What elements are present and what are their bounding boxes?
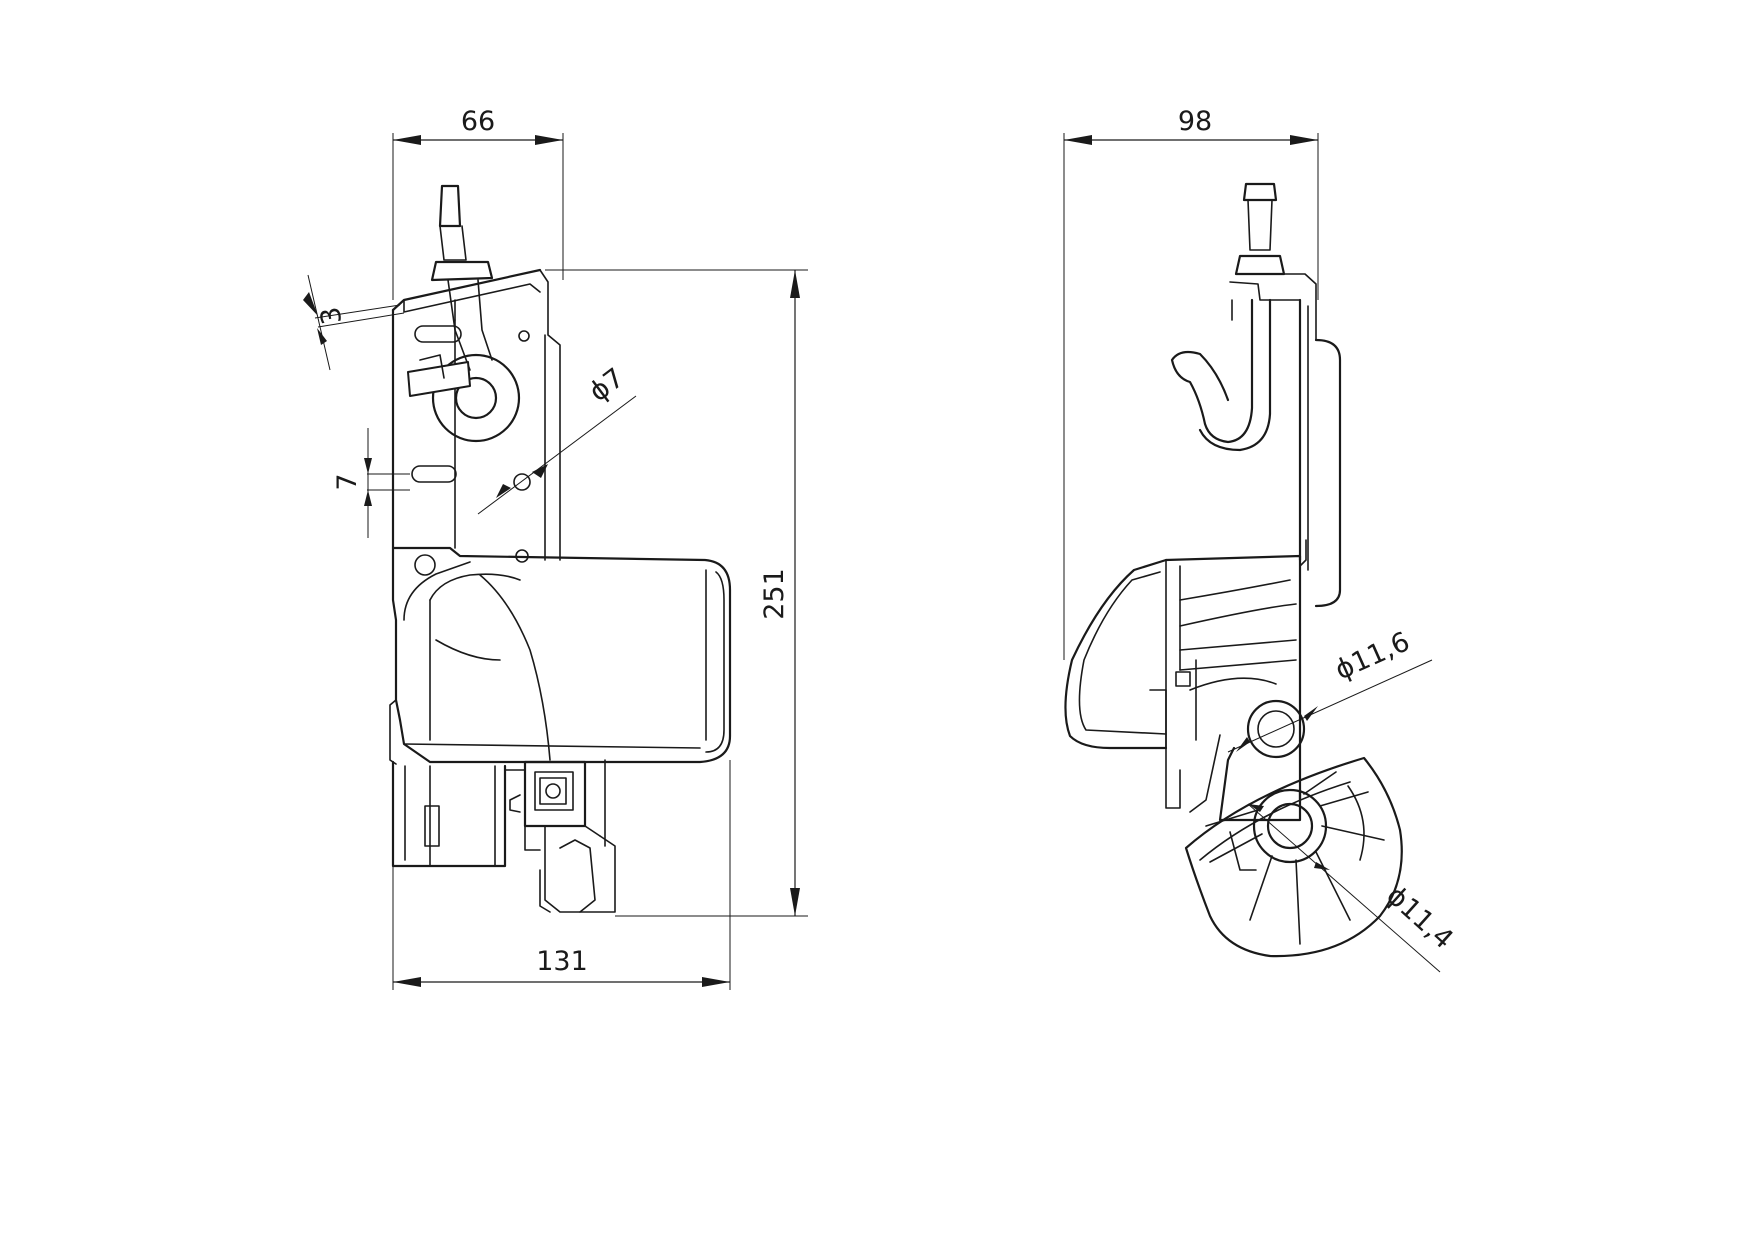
side-motor-housing xyxy=(1064,554,1302,809)
lower-drive xyxy=(391,759,616,913)
upper-bore-label: ϕ11,6 xyxy=(1331,626,1415,686)
bolt-hook xyxy=(407,184,521,443)
side-width-dimension xyxy=(1063,133,1319,660)
hole-diameter-label: ϕ7 xyxy=(584,362,631,408)
top-width-label: 66 xyxy=(461,106,495,137)
bottom-width-label: 131 xyxy=(536,946,588,977)
side-view: 98 ϕ11,6 ϕ11,4 xyxy=(1063,106,1459,973)
height-label: 251 xyxy=(759,568,790,620)
lower-bore-label: ϕ11,4 xyxy=(1380,880,1459,955)
side-width-label: 98 xyxy=(1178,106,1212,137)
lower-bore-leader xyxy=(1247,803,1441,973)
side-plate xyxy=(1298,298,1342,608)
side-bolt-hook xyxy=(1170,182,1317,452)
lower-slot xyxy=(411,465,457,483)
motor-housing xyxy=(389,546,732,765)
side-gear xyxy=(1184,699,1403,958)
thickness-dimension xyxy=(303,274,405,371)
hole-diameter-leader xyxy=(477,395,637,515)
bottom-width-dimension xyxy=(392,760,731,990)
height-dimension xyxy=(545,269,808,917)
front-view: 66 131 251 7 3 ϕ7 xyxy=(303,106,808,990)
top-width-dimension xyxy=(392,133,564,300)
mounting-plate xyxy=(391,268,561,563)
slot-height-label: 7 xyxy=(332,473,363,490)
bracket-thickness-label: 3 xyxy=(315,304,349,326)
upper-slot xyxy=(414,325,462,343)
slot-dimension xyxy=(364,428,410,538)
upper-bore-leader xyxy=(1227,659,1433,753)
